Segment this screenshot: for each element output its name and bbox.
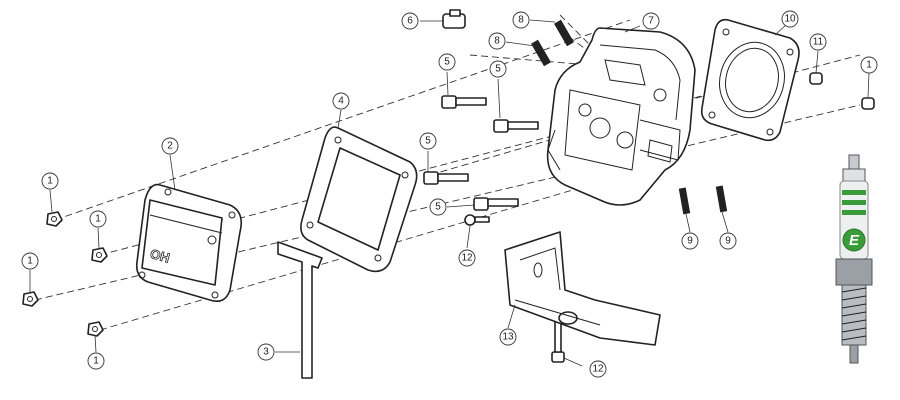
- svg-text:10: 10: [784, 14, 796, 25]
- callout-1b: 1: [89, 210, 107, 228]
- flange-bolt-1b: [91, 247, 108, 263]
- l-shaped-wrench: [277, 241, 323, 379]
- callout-5a: 5: [438, 53, 456, 71]
- svg-text:5: 5: [425, 136, 431, 147]
- callout-1c: 1: [21, 252, 39, 270]
- callout-10: 10: [781, 10, 799, 28]
- callout-8a: 8: [512, 11, 530, 29]
- callout-5d: 5: [429, 198, 447, 216]
- head-bolt-5d: [473, 197, 519, 211]
- head-bolt-5a: [441, 95, 487, 109]
- callout-4: 4: [332, 92, 350, 110]
- svg-text:9: 9: [725, 236, 731, 247]
- stud-9a: [678, 187, 691, 215]
- head-bolt-5b: [493, 119, 539, 133]
- svg-text:1: 1: [866, 60, 872, 71]
- small-bolt-12a: [464, 214, 490, 226]
- dowel-pin-11b: [861, 97, 875, 110]
- svg-text:3: 3: [263, 347, 269, 358]
- spark-plug: E: [835, 154, 873, 364]
- flange-bolt-1d: [87, 321, 104, 337]
- svg-text:5: 5: [495, 64, 501, 75]
- callout-13: 13: [499, 328, 517, 346]
- stud-9b: [715, 185, 728, 213]
- svg-text:12: 12: [592, 364, 604, 375]
- svg-text:1: 1: [47, 176, 53, 187]
- svg-text:11: 11: [813, 37, 824, 48]
- svg-text:5: 5: [444, 57, 450, 68]
- callout-12b: 12: [589, 360, 607, 378]
- cylinder-head: [546, 27, 696, 206]
- svg-text:1: 1: [93, 356, 99, 367]
- callout-11a: 11: [809, 33, 827, 51]
- stud-8b: [531, 39, 551, 67]
- callout-9a: 9: [681, 232, 699, 250]
- svg-text:9: 9: [687, 236, 693, 247]
- valve-cover-embossing: OH: [149, 246, 172, 266]
- svg-text:8: 8: [494, 36, 500, 47]
- svg-text:7: 7: [648, 16, 654, 27]
- flange-bolt-1c: [22, 291, 39, 307]
- svg-text:12: 12: [461, 253, 473, 264]
- svg-text:2: 2: [167, 141, 173, 152]
- callout-1d: 1: [87, 352, 105, 370]
- callout-6: 6: [401, 12, 419, 30]
- callout-1e: 1: [860, 56, 878, 74]
- callout-5c: 5: [419, 132, 437, 150]
- callout-1a: 1: [41, 172, 59, 190]
- svg-text:1: 1: [27, 256, 33, 267]
- svg-text:6: 6: [407, 16, 413, 27]
- flange-bolt-1a: [46, 211, 63, 227]
- callout-5b: 5: [489, 60, 507, 78]
- callout-9b: 9: [719, 232, 737, 250]
- valve-cover-gasket: [300, 126, 418, 273]
- mounting-bracket: [504, 231, 661, 346]
- svg-text:13: 13: [502, 332, 514, 343]
- callout-8b: 8: [488, 32, 506, 50]
- breather-fitting: [442, 9, 466, 29]
- svg-text:5: 5: [435, 202, 441, 213]
- spark-plug-logo: E: [849, 232, 860, 249]
- head-gasket: [700, 18, 800, 142]
- valve-cover: OH: [135, 183, 243, 303]
- head-bolt-5c: [423, 171, 469, 185]
- svg-text:8: 8: [518, 15, 524, 26]
- svg-text:1: 1: [95, 214, 101, 225]
- callout-2: 2: [161, 137, 179, 155]
- dowel-pin-11a: [809, 72, 823, 85]
- callout-12a: 12: [458, 249, 476, 267]
- callout-leader-lines: [29, 19, 870, 367]
- stud-8a: [554, 19, 574, 47]
- callout-7: 7: [642, 12, 660, 30]
- spark-plug-logo-badge: [842, 228, 866, 252]
- callout-3: 3: [257, 343, 275, 361]
- svg-text:4: 4: [338, 96, 344, 107]
